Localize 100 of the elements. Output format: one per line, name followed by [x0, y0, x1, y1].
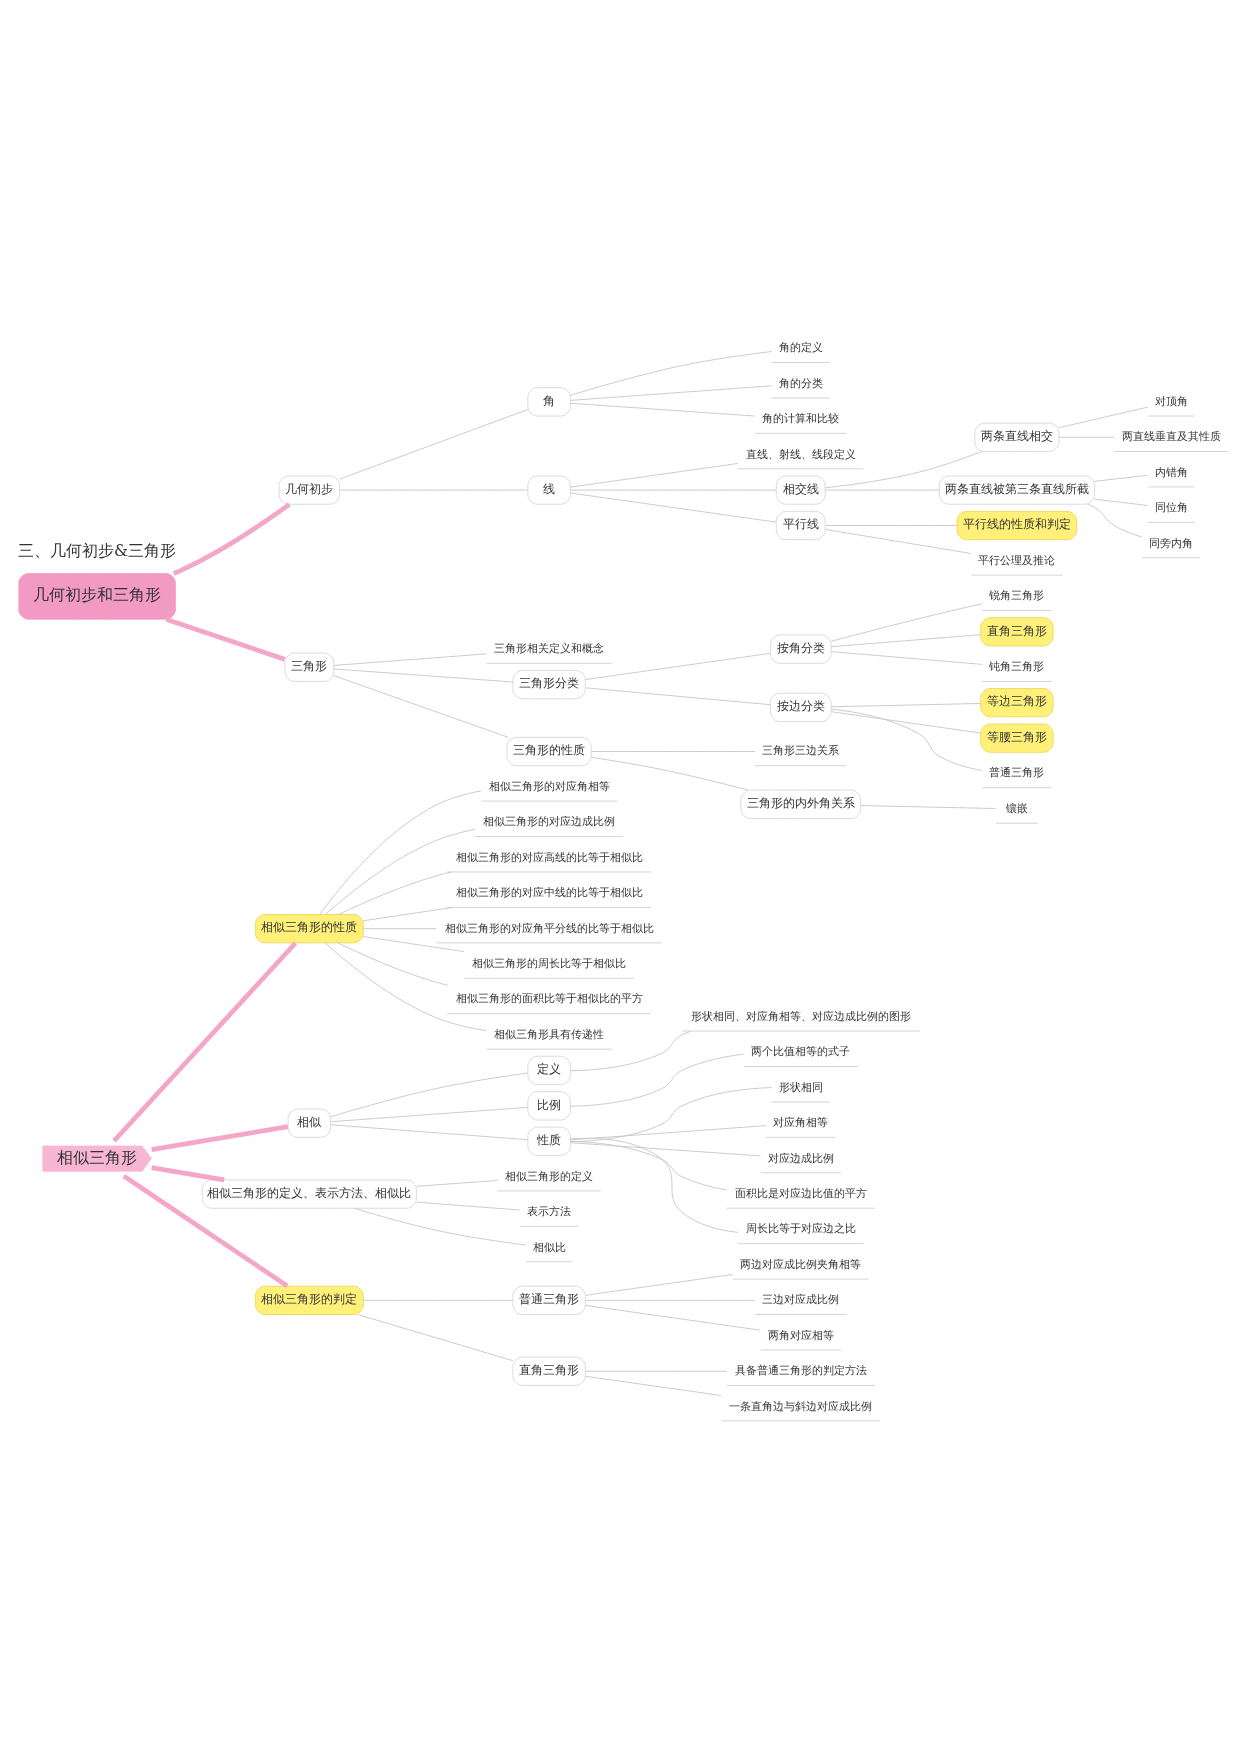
connector [330, 1123, 529, 1140]
connector [830, 710, 981, 733]
connector [1094, 474, 1149, 482]
connector [570, 492, 777, 523]
node-text: 相似三角形的对应角平分线的比等于相似比 [444, 921, 654, 935]
node-box: 普通三角形 [512, 1285, 586, 1315]
connector [570, 402, 756, 417]
node-box: 三角形的内外角关系 [740, 789, 861, 819]
connector [112, 941, 298, 1143]
connector [824, 450, 982, 488]
connector [416, 1201, 521, 1210]
node-box: 三角形的性质 [506, 736, 592, 766]
connector [338, 871, 452, 915]
node-box: 几何初步和三角形 [18, 572, 176, 620]
node-box: 相似三角形的定义、表示方法、相似比 [201, 1179, 417, 1209]
node-text: 相似三角形的对应角相等 [488, 779, 610, 793]
node-text: 相似三角形的面积比等于相似比的平方 [455, 991, 643, 1005]
node-text: 角的定义 [778, 340, 823, 354]
node-box: 两条直线相交 [974, 422, 1060, 452]
connector [172, 501, 291, 576]
connector [570, 1124, 767, 1140]
node-box: 直角三角形 [980, 616, 1054, 646]
node-text: 直线、射线、线段定义 [745, 447, 856, 461]
connector [353, 1207, 527, 1245]
connector [569, 1137, 739, 1233]
connector [362, 1299, 514, 1301]
connector [357, 1313, 514, 1361]
node-text: 形状相同、对应角相等、对应边成比例的图形 [690, 1009, 911, 1023]
connector [570, 350, 772, 396]
connector [860, 804, 996, 809]
connector [1094, 498, 1149, 506]
node-box: 平行线 [775, 510, 826, 540]
node-text: 镶嵌 [1005, 801, 1028, 815]
node-text: 同位角 [1154, 500, 1188, 514]
connector [591, 750, 756, 752]
node-box: 按边分类 [770, 692, 832, 722]
connector [585, 1370, 728, 1372]
node-text: 相似三角形的周长比等于相似比 [472, 956, 627, 970]
node-text: 相似三角形的对应边成比例 [483, 814, 616, 828]
connector [1087, 503, 1143, 537]
node-text: 表示方法 [527, 1204, 572, 1218]
node-box: 几何初步 [278, 475, 341, 505]
connector [330, 1072, 529, 1117]
node-box: 性质 [527, 1126, 571, 1156]
node-text: 对应角相等 [773, 1115, 829, 1129]
node-text: 锐角三角形 [989, 588, 1045, 602]
connector [324, 828, 476, 915]
node-box: 等腰三角形 [980, 723, 1054, 753]
connector [362, 935, 465, 952]
connector [151, 1123, 289, 1152]
node-text: 两直线垂直及其性质 [1121, 429, 1221, 443]
connector [151, 1164, 225, 1182]
node-text: 一条直角边与斜边对应成比例 [729, 1399, 873, 1413]
node-text: 三角形相关定义和概念 [494, 641, 605, 655]
node-box: 按角分类 [770, 634, 832, 664]
node-text: 相似三角形的定义 [505, 1169, 594, 1183]
connector [319, 790, 482, 915]
connector [585, 1299, 756, 1301]
connector [569, 1086, 772, 1142]
node-text: 相似比 [532, 1240, 566, 1254]
node-box: 直角三角形 [512, 1356, 586, 1386]
connector [333, 668, 514, 682]
connector [569, 1030, 692, 1071]
node-box: 定义 [527, 1055, 571, 1085]
connector [416, 1179, 498, 1187]
node-text: 三边对应成比例 [762, 1292, 840, 1306]
node-text: 两边对应成比例夹角相等 [740, 1257, 862, 1271]
node-box: 平行线的性质和判定 [956, 510, 1078, 540]
node-box: 角 [527, 386, 571, 416]
node-text: 平行公理及推论 [978, 553, 1056, 567]
node-text: 同旁内角 [1149, 536, 1194, 550]
connector [585, 686, 771, 705]
node-text: 对顶角 [1154, 394, 1188, 408]
node-text: 相似三角形的对应中线的比等于相似比 [455, 885, 643, 899]
connector [330, 1106, 529, 1122]
label: 三、几何初步&三角形 [18, 540, 177, 560]
node-text: 两个比值相等的式子 [751, 1044, 851, 1058]
node-box: 三角形 [284, 652, 335, 682]
connector [122, 1173, 289, 1288]
connector [570, 1141, 761, 1156]
node-text: 面积比是对应边比值的平方 [734, 1186, 867, 1200]
connector [165, 616, 286, 661]
node-box: 两条直线被第三条直线所截 [938, 475, 1095, 505]
node-box: 三角形分类 [512, 669, 586, 699]
connector [830, 633, 981, 647]
connector [324, 942, 487, 1031]
node-box: 比例 [527, 1090, 571, 1120]
connector [585, 1375, 722, 1396]
connector [585, 652, 771, 680]
node-text: 相似三角形的对应高线的比等于相似比 [455, 850, 643, 864]
node-text: 相似三角形具有传递性 [494, 1027, 605, 1041]
node-text: 内错角 [1154, 465, 1188, 479]
node-text: 对应边成比例 [767, 1151, 834, 1165]
node-text: 角的计算和比较 [762, 411, 840, 425]
connector [830, 650, 983, 665]
connector [1058, 406, 1149, 428]
connector [830, 602, 983, 642]
connector [362, 906, 454, 921]
node-text: 角的分类 [778, 376, 823, 390]
connector [590, 756, 749, 790]
